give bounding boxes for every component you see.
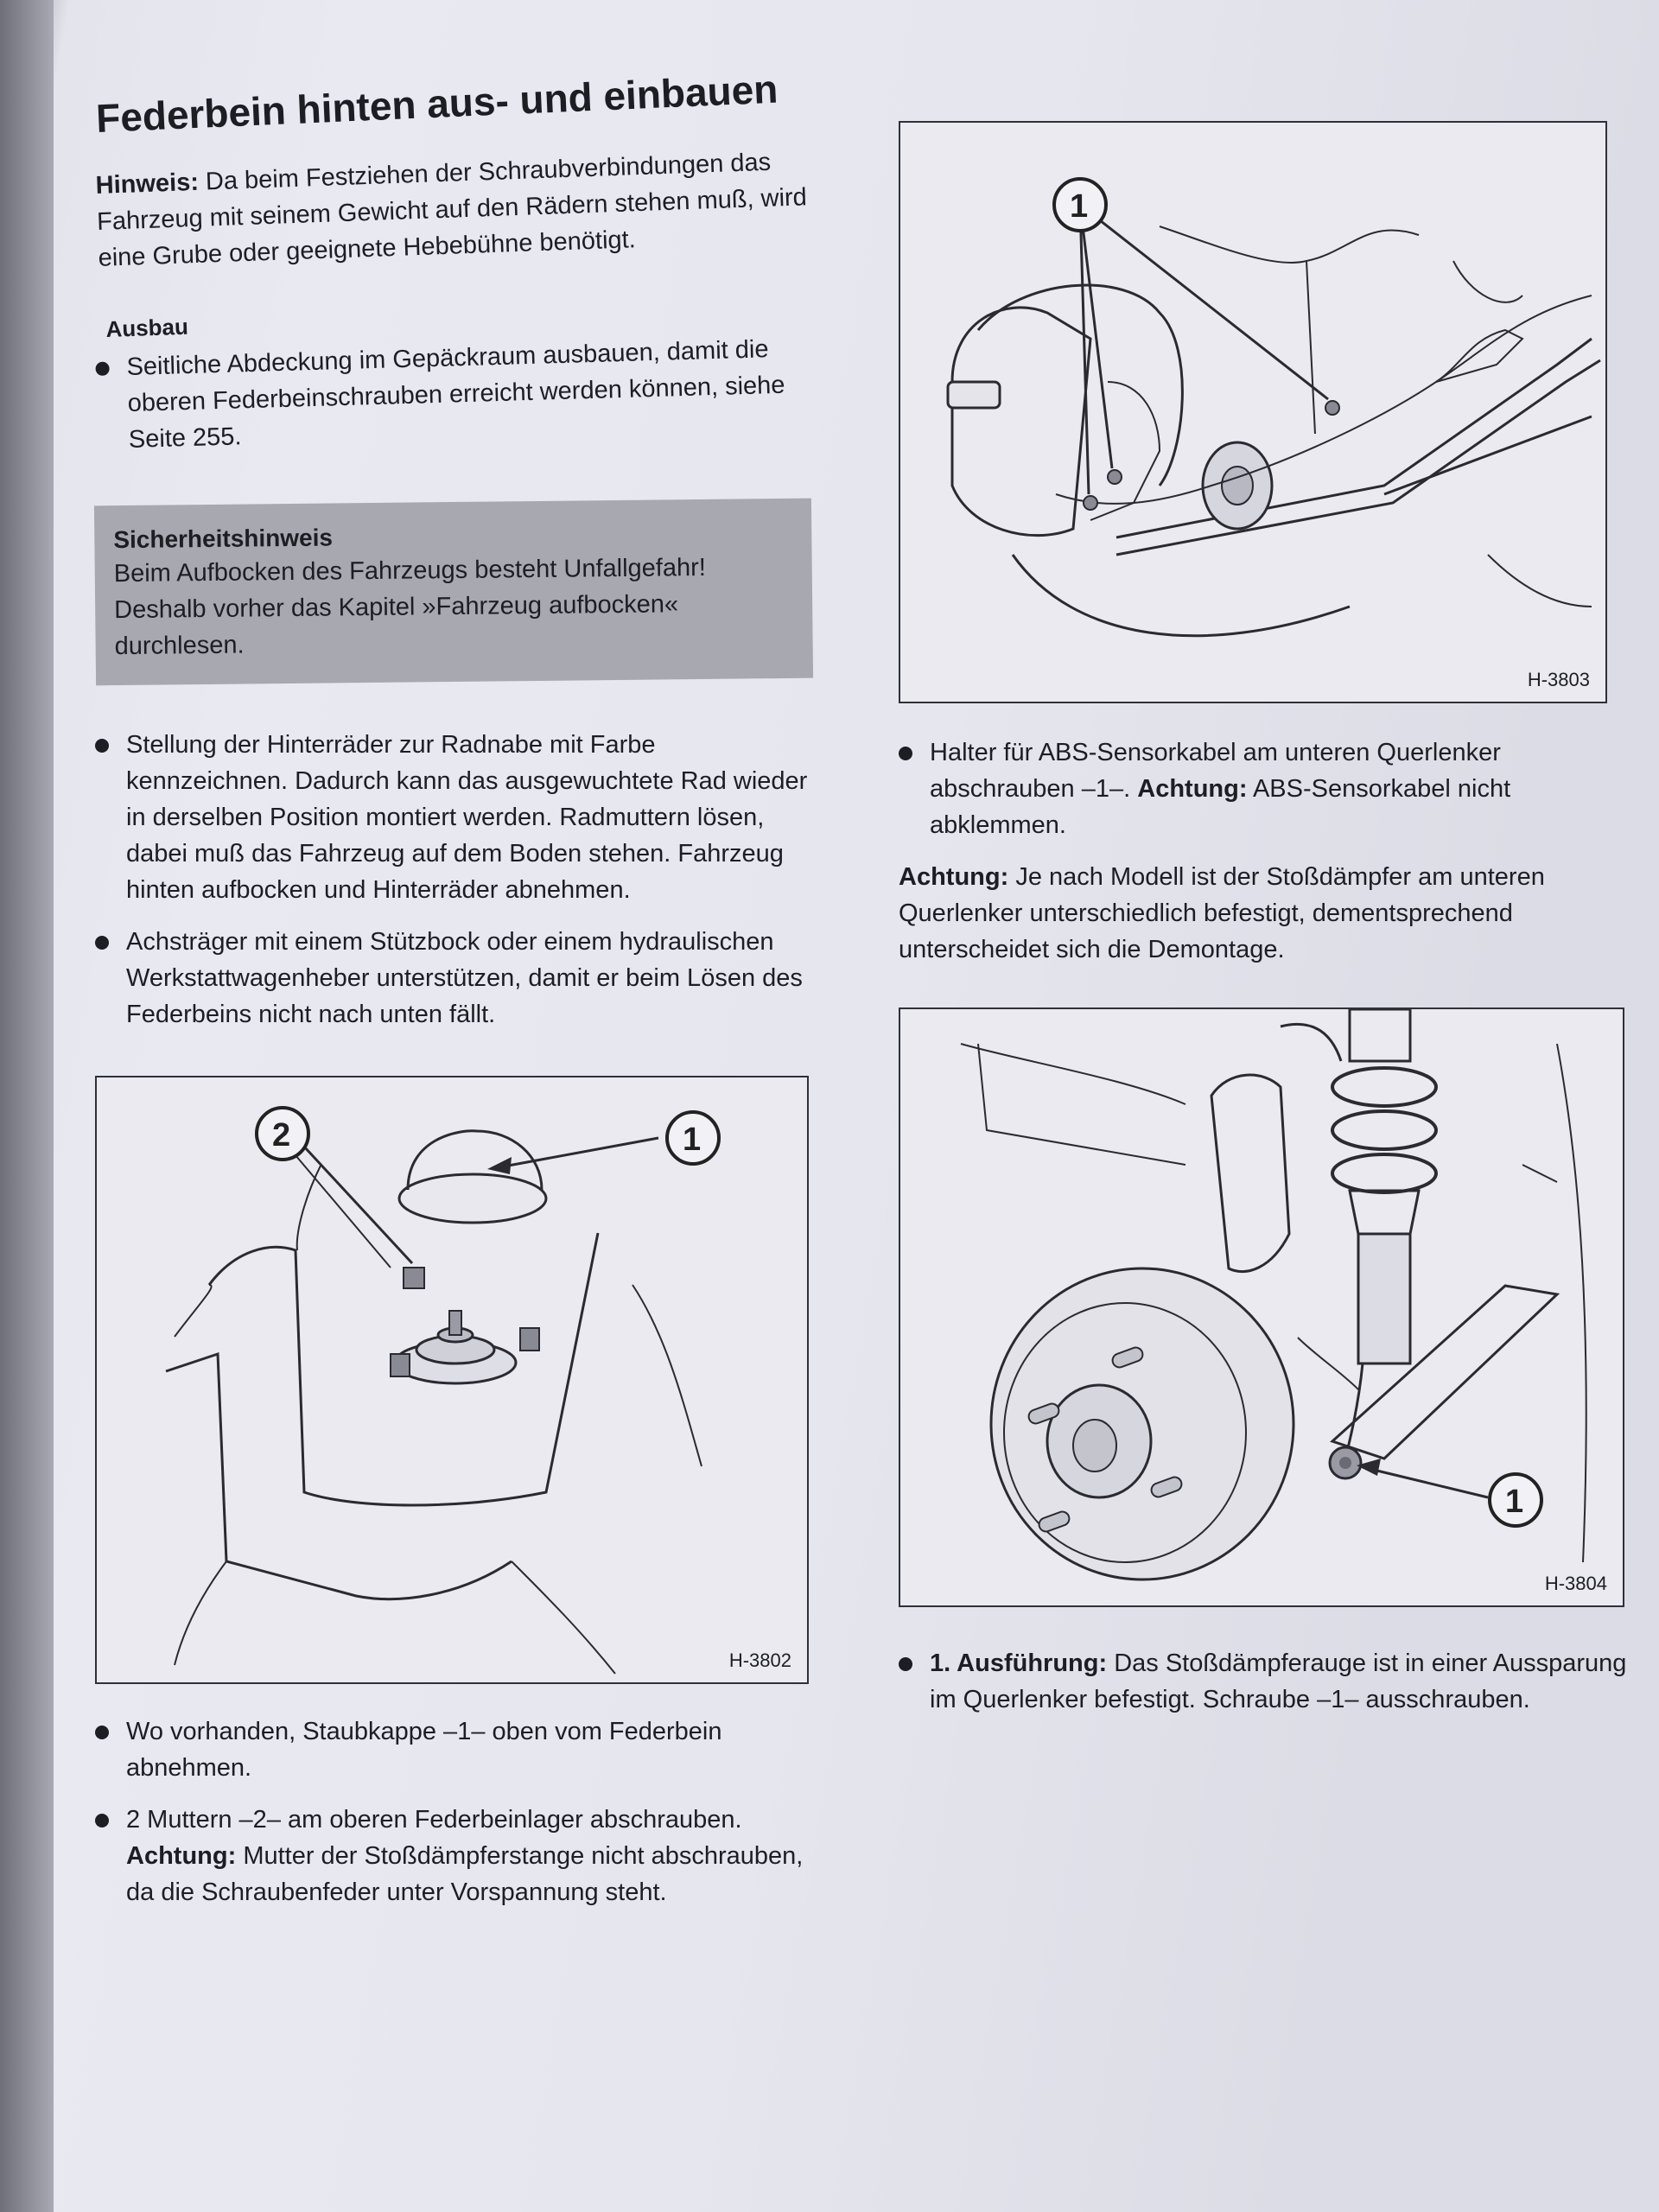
step-unscrew-nuts: 2 Muttern –2– am oberen Federbeinlager a… — [95, 1802, 812, 1910]
brake-backplate — [950, 306, 1092, 537]
right-column: 1 H-3803 Halter für ABS-Sensorkabel am u… — [899, 121, 1633, 1733]
callout-1: 1 — [1488, 1472, 1543, 1528]
safety-text: Beim Aufbocken des Fahrzeugs besteht Unf… — [113, 553, 707, 661]
step-support-axle: Achsträger mit einem Stützbock oder eine… — [95, 924, 812, 1033]
mount-nut — [390, 1353, 410, 1377]
hint-text: Da beim Festziehen der Schraubverbindung… — [96, 148, 808, 272]
warning-label: Achtung: — [126, 1842, 237, 1870]
ausbau-step: Seitliche Abdeckung im Gepäckraum ausbau… — [95, 330, 815, 459]
step-version-1: 1. Ausführung: Das Stoßdämpferauge ist i… — [899, 1645, 1633, 1718]
rear-axle-abs-drawing: 1 — [946, 177, 1601, 638]
strut-top-mount-drawing: 1 2 — [165, 1106, 721, 1675]
svg-text:1: 1 — [683, 1122, 701, 1158]
svg-text:1: 1 — [1070, 188, 1088, 225]
knuckle — [1210, 1073, 1291, 1274]
note-paragraph: Achtung: Je nach Modell ist der Stoßdämp… — [899, 859, 1633, 968]
left-column: Federbein hinten aus- und einbauen Hinwe… — [93, 67, 815, 1926]
step-abs-bracket: Halter für ABS-Sensorkabel am unteren Qu… — [899, 734, 1633, 843]
warning-text: ABS-Sensorkabel nicht abklemmen. — [930, 775, 1511, 839]
lower-control-arm — [1330, 1284, 1560, 1460]
figure-id: H-3802 — [728, 1649, 791, 1671]
figure-shock-absorber-eye: 1 H-3804 — [899, 1007, 1624, 1607]
shock-absorber — [1357, 1232, 1412, 1365]
abs-sensor-cable — [1055, 295, 1592, 505]
figure-id: H-3803 — [1527, 669, 1590, 690]
body-panel-outline — [207, 1232, 600, 1507]
step-remove-dust-cap: Wo vorhanden, Staubkappe –1– oben vom Fe… — [95, 1713, 812, 1786]
step-abs-bracket-text: Halter für ABS-Sensorkabel am unteren Qu… — [930, 739, 1501, 803]
coil-spring — [1331, 1066, 1438, 1194]
warning-label: Achtung: — [1137, 775, 1248, 803]
step-unscrew-nuts-text: 2 Muttern –2– am oberen Federbeinlager a… — [126, 1806, 742, 1834]
figure-id: H-3804 — [1544, 1573, 1607, 1594]
bracket-bolt — [1083, 495, 1098, 511]
callout-1: 1 — [665, 1110, 721, 1166]
dust-cap — [397, 1173, 548, 1224]
callout-1: 1 — [1052, 177, 1108, 232]
note-text: Je nach Modell ist der Stoßdämpfer am un… — [899, 863, 1545, 963]
book-spine — [0, 0, 54, 2212]
step-mark-wheels: Stellung der Hinterräder zur Radnabe mit… — [95, 727, 812, 908]
hint-label: Hinweis: — [95, 168, 200, 200]
hint-paragraph: Hinweis: Da beim Festziehen der Schraubv… — [95, 143, 816, 276]
page-title: Federbein hinten aus- und einbauen — [95, 66, 779, 141]
note-label: Achtung: — [899, 863, 1009, 891]
version-text: Das Stoßdämpferauge ist in einer Ausspar… — [930, 1649, 1627, 1713]
version-label: 1. Ausführung: — [930, 1649, 1108, 1677]
figure-abs-sensor-bracket: 1 H-3803 — [899, 121, 1607, 703]
figure-strut-top-mount: 1 2 H-3802 — [95, 1076, 809, 1684]
safety-box: Sicherheitshinweis Beim Aufbocken des Fa… — [93, 498, 814, 686]
warning-text: Mutter der Stoßdämpferstange nicht absch… — [126, 1842, 804, 1906]
svg-text:2: 2 — [272, 1117, 290, 1154]
wheel-stud — [1027, 1402, 1060, 1425]
callout-2: 2 — [255, 1106, 310, 1161]
svg-text:1: 1 — [1505, 1484, 1523, 1520]
shock-absorber-drawing: 1 — [960, 1009, 1587, 1581]
